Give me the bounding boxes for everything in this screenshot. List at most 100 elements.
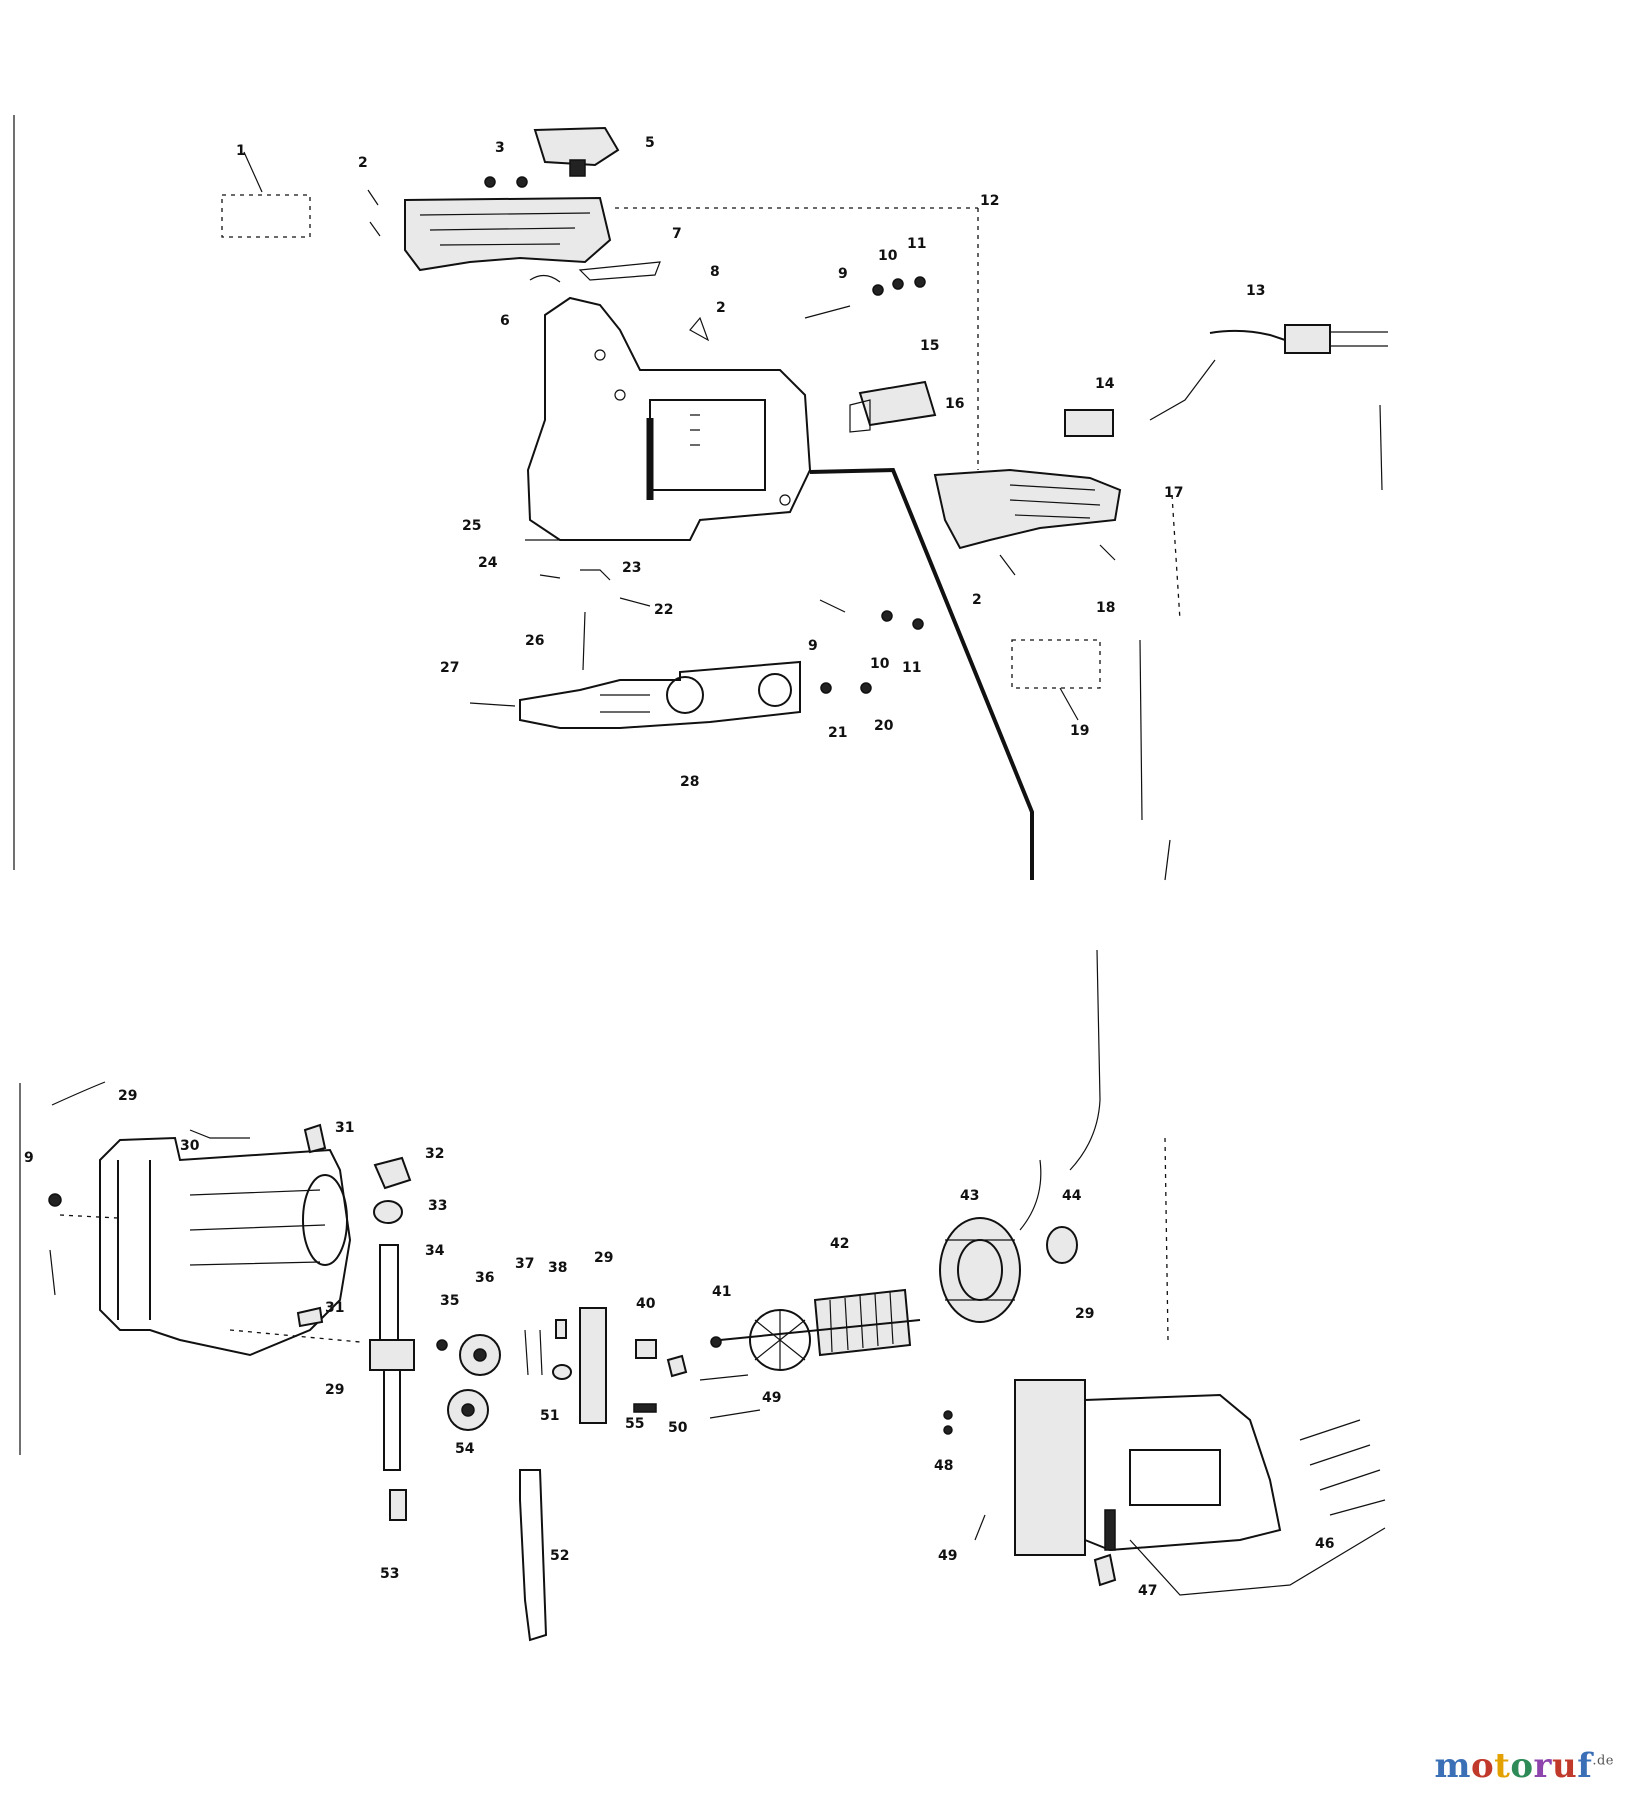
housing-hole-b [614,389,626,401]
label-plate [221,194,311,238]
callout-32: 32 [425,1146,444,1162]
callout-25: 25 [462,518,481,534]
callout-11b: 11 [902,660,921,676]
washer-10b [881,610,893,622]
axis-line-right [1139,639,1143,821]
bearing-40 [635,1339,657,1359]
callout-31b: 31 [325,1300,344,1316]
watermark-letter: t [1494,1746,1511,1786]
callout-49: 49 [762,1390,781,1406]
grip-texture [1009,484,1101,519]
part-33 [373,1200,403,1224]
axis-tick-right [1164,839,1171,881]
switch-15-terminal [849,399,871,433]
callout-1: 1 [236,143,246,159]
callout-28: 28 [680,774,699,790]
label-plate-19 [1011,639,1101,689]
callout-44: 44 [1062,1188,1082,1204]
callout-26: 26 [525,633,544,649]
screw-49-right [974,1514,986,1541]
callout-29: 29 [118,1088,137,1104]
frame-line-right-top [1379,404,1383,491]
washer-10 [872,284,884,296]
callout-47: 47 [1138,1583,1157,1599]
callout-8: 8 [710,264,720,280]
part-47 [1093,1553,1117,1587]
gear-36-hub [473,1348,487,1362]
housing-half-bottom [1129,1527,1386,1596]
callout-9: 9 [838,266,848,282]
callout-15: 15 [920,338,939,354]
callout-2: 2 [358,155,368,171]
housing-hole-c [779,494,791,506]
callout-29d: 29 [1075,1306,1094,1322]
part-32 [373,1156,412,1190]
screw-3a [484,176,496,188]
callout-21: 21 [828,725,847,741]
base-pivot-b [758,673,792,707]
callout-54: 54 [455,1441,475,1457]
bearing-41 [710,1336,722,1348]
armature-shaft [719,1319,921,1341]
callout-13: 13 [1246,283,1265,299]
blade-52 [519,1469,548,1642]
lock-pin [569,159,586,177]
screw-48a [943,1410,953,1420]
callout-50: 50 [668,1420,688,1436]
part-22 [619,597,651,607]
housing-half-right [1084,1393,1282,1552]
plunger-rod [383,1369,401,1471]
leader-curve [51,1081,106,1106]
axis-line-lower [229,1329,361,1343]
upper-assembly [13,115,1388,881]
guide-bar-39 [579,1307,607,1424]
part-23-24 [539,569,611,581]
callout-29b: 29 [325,1382,344,1398]
screw-9b [819,599,846,613]
switch-15 [858,380,937,427]
pin-35 [436,1339,448,1351]
cord-clamp-14 [1064,409,1114,437]
callout-16: 16 [945,396,964,412]
housing-half-window [1129,1449,1221,1506]
washer-11a [892,278,904,290]
callout-22: 22 [654,602,673,618]
pins-37 [524,1329,543,1376]
callout-41: 41 [712,1284,731,1300]
switch-spring [578,261,661,281]
callout-23: 23 [622,560,641,576]
callout-14: 14 [1095,376,1115,392]
lower-assembly [19,949,1386,1642]
callout-11: 11 [907,236,926,252]
callout-38: 38 [548,1260,567,1276]
screw-21 [820,682,832,694]
part-50 [666,1354,688,1378]
callout-42: 42 [830,1236,849,1252]
callout-2c: 2 [972,592,982,608]
callout-20: 20 [874,718,894,734]
callout-52: 52 [550,1548,569,1564]
pin-38 [555,1319,567,1339]
axis-line-lower-right [1164,1137,1169,1341]
callout-10: 10 [878,248,898,264]
bearing-44 [1046,1226,1078,1264]
screws-49 [699,1374,761,1419]
callout-18: 18 [1096,600,1115,616]
watermark-tld: .de [1592,1753,1614,1769]
callout-36: 36 [475,1270,494,1286]
blade-clamp-53 [389,1489,407,1521]
callout-30: 30 [180,1138,200,1154]
part-31b [296,1306,324,1328]
callout-17: 17 [1164,485,1183,501]
washer-55 [633,1403,657,1413]
axis-screw [59,1214,119,1219]
plug-prongs [1330,331,1388,347]
stator-coils [945,1239,1015,1301]
housing-window [649,399,766,491]
screw-pair-2 [367,189,381,237]
roller-51 [552,1364,572,1380]
callout-24: 24 [478,555,498,571]
stator-lead [1019,1159,1042,1231]
screw-left [49,1249,56,1296]
watermark-letter: u [1551,1746,1578,1786]
